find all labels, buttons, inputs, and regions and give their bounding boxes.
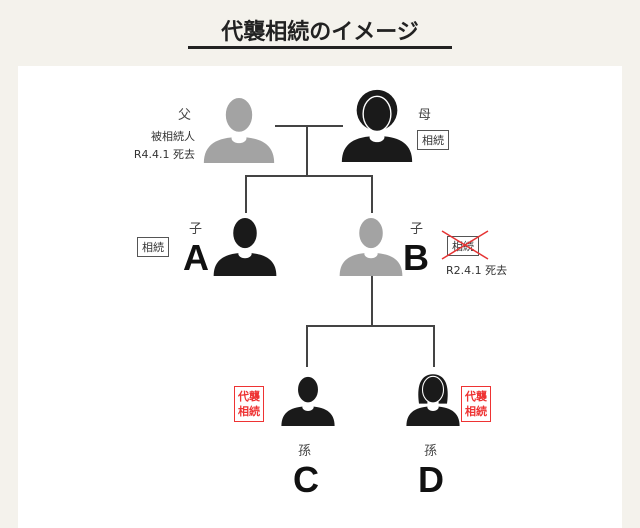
grandchild-c-badge: 代襲相続 [234, 386, 264, 422]
child-a-badge: 相続 [137, 237, 169, 257]
page-title: 代襲相続のイメージ [221, 20, 419, 45]
child-b-silhouette-icon [339, 216, 403, 276]
grand-c-line [306, 325, 308, 367]
child-b-letter: B [403, 237, 429, 278]
child-b-role: 子 [410, 222, 424, 237]
badge-line2: 相続 [465, 405, 487, 418]
b-down-line [371, 275, 373, 325]
child-b-line [371, 175, 373, 213]
child-a-silhouette-icon [213, 216, 277, 276]
mother-role: 母 [418, 108, 432, 123]
grandchild-c-role: 孫 [298, 444, 312, 459]
badge-line1: 代襲 [465, 390, 487, 403]
father-role: 父 [178, 108, 192, 123]
child-a-role: 子 [189, 222, 203, 237]
title-underline [188, 46, 452, 49]
grandchild-d-badge: 代襲相続 [461, 386, 491, 422]
child-a-line [245, 175, 247, 213]
diagram-panel [18, 66, 622, 528]
grandchild-d-role: 孫 [424, 444, 438, 459]
father-note: R4.4.1 死去 [133, 148, 195, 161]
grandchildren-line [306, 325, 434, 327]
father-status: 被相続人 [151, 130, 195, 143]
grand-d-line [433, 325, 435, 367]
children-line [245, 175, 372, 177]
badge-line1: 代襲 [238, 390, 260, 403]
cross-out-icon [441, 230, 489, 260]
mother-silhouette-icon [341, 89, 413, 162]
grandchild-d-silhouette-icon [406, 374, 460, 426]
grandchild-c-silhouette-icon [281, 375, 335, 426]
grandchild-d-letter: D [418, 459, 444, 500]
child-b-note: R2.4.1 死去 [446, 264, 508, 277]
child-a-letter: A [183, 237, 209, 278]
grandchild-c-letter: C [293, 459, 319, 500]
parents-down-line [306, 125, 308, 175]
mother-badge: 相続 [417, 130, 449, 150]
father-silhouette-icon [203, 96, 275, 163]
badge-line2: 相続 [238, 405, 260, 418]
spouse-line [275, 125, 343, 127]
